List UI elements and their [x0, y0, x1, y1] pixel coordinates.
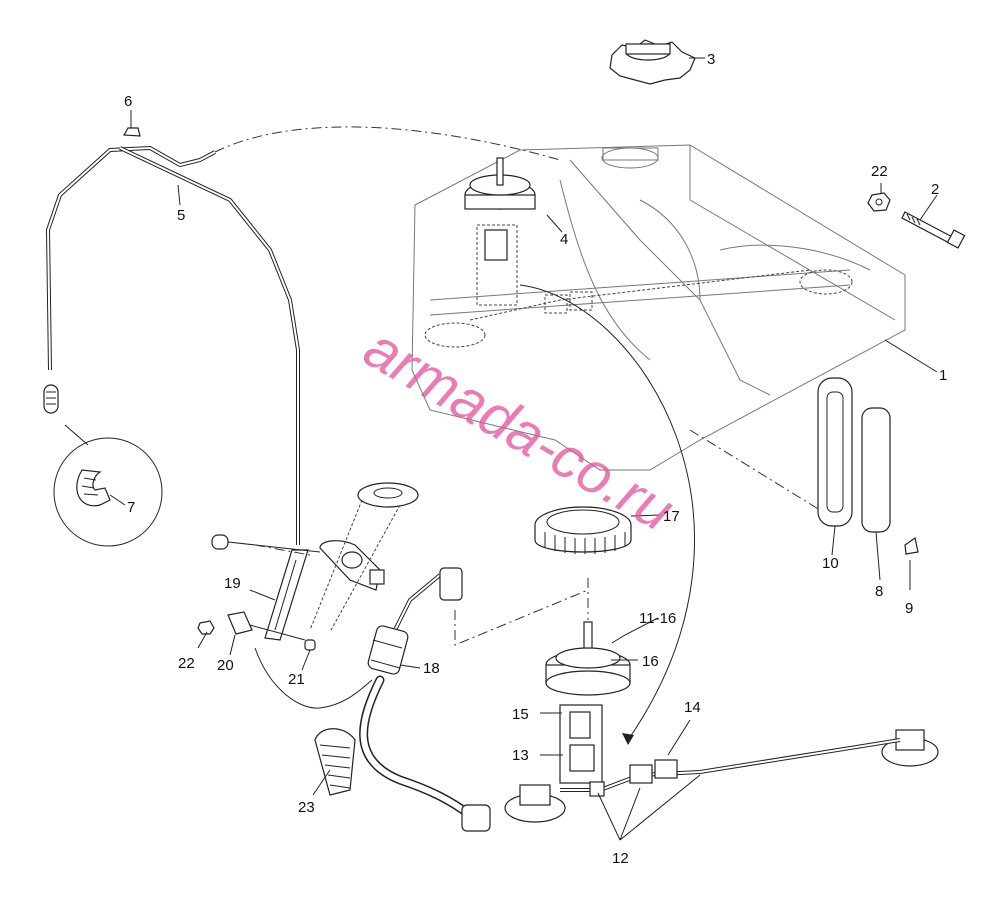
callout-22-bottom: 22 [178, 655, 195, 672]
fuel-line-5 [45, 126, 561, 545]
pump-module-assembly [504, 621, 939, 823]
callout-6: 6 [124, 93, 132, 110]
callout-9: 9 [905, 600, 913, 617]
callout-12: 12 [612, 850, 629, 867]
centerline-a [454, 589, 589, 646]
lock-ring-17 [534, 506, 632, 554]
nut-22-top [867, 192, 891, 212]
clip-6 [123, 127, 141, 137]
callout-15: 15 [512, 706, 529, 723]
callout-23: 23 [298, 799, 315, 816]
callout-18: 18 [423, 660, 440, 677]
bolt-2 [901, 211, 966, 249]
clamp-20 [227, 611, 306, 641]
callout-16: 16 [642, 653, 659, 670]
nut-22-bottom [197, 620, 215, 635]
bracket-19 [211, 534, 321, 641]
callout-17: 17 [663, 508, 680, 525]
in-tank-pump-ghost [424, 157, 853, 348]
callout-22-top: 22 [871, 163, 888, 180]
nut-21 [304, 639, 316, 651]
callout-11-16: 11-16 [639, 610, 676, 627]
callout-13: 13 [512, 747, 529, 764]
filler-cap [609, 39, 696, 85]
callout-5: 5 [177, 207, 185, 224]
callout-1: 1 [939, 367, 947, 384]
fuel-filter-18 [254, 567, 491, 832]
callout-2: 2 [931, 181, 939, 198]
callout-21: 21 [288, 671, 305, 688]
callout-10: 10 [822, 555, 839, 572]
callout-4: 4 [560, 231, 568, 248]
centerline-c [689, 429, 821, 511]
watermark: armada-co.ru [354, 315, 685, 544]
leader-lines [109, 57, 938, 841]
callout-3: 3 [707, 51, 715, 68]
callout-14: 14 [684, 699, 701, 716]
callout-7: 7 [127, 499, 135, 516]
callout-labels: 1 2 3 4 5 6 7 8 9 10 11-16 12 13 14 15 1… [124, 51, 947, 867]
hose-23 [314, 728, 356, 796]
callout-8: 8 [875, 583, 883, 600]
filter-housing [309, 482, 419, 633]
callout-20: 20 [217, 657, 234, 674]
hose-end-7 [43, 384, 163, 547]
relocation-arrow [519, 284, 695, 741]
tab-9 [904, 536, 919, 555]
fuel-tank [411, 144, 906, 471]
arrow-head [622, 733, 634, 745]
strap-10 [817, 377, 853, 527]
pad-8 [861, 407, 891, 533]
callout-19: 19 [224, 575, 241, 592]
